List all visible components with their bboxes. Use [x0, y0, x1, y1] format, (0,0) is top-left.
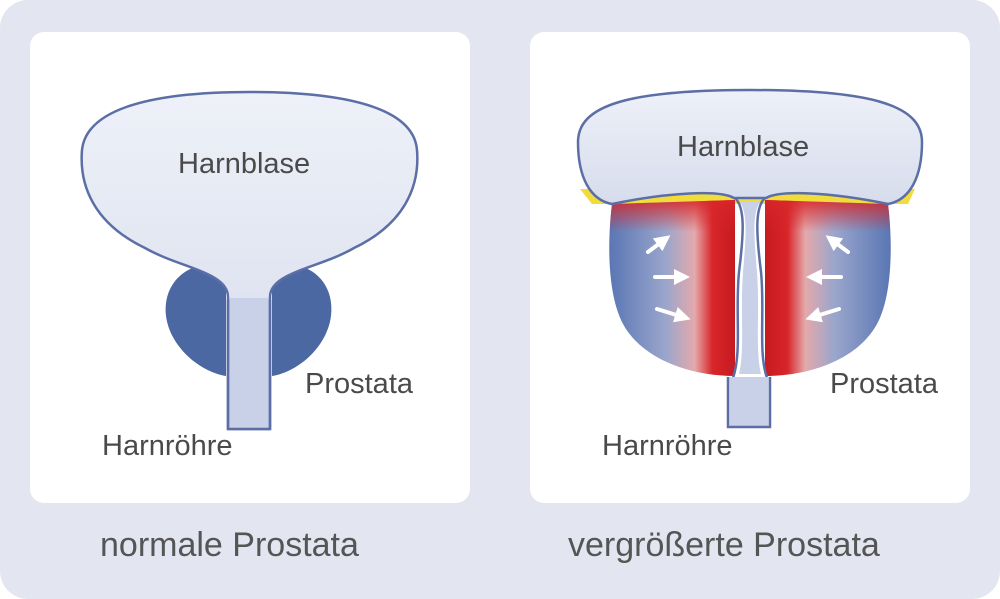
enlarged-prostate-panel: Harnblase Prostata Harnröhre — [530, 32, 970, 503]
pressure-arrow-icon — [655, 307, 691, 323]
prostate-label: Prostata — [305, 368, 413, 400]
urethra-label: Harnröhre — [102, 430, 233, 462]
urethra-label: Harnröhre — [602, 430, 733, 462]
pressure-arrow-icon — [646, 235, 671, 254]
normal-prostate-caption: normale Prostata — [100, 526, 359, 564]
urethra-compressed-right — [756, 197, 769, 379]
urethra-shape — [229, 298, 269, 428]
normal-prostate-illustration — [80, 90, 419, 431]
urethra-compressed-left — [731, 197, 744, 379]
pressure-arrow-icon — [805, 307, 841, 323]
bladder-shape — [80, 90, 419, 431]
bladder-label: Harnblase — [677, 131, 810, 163]
prostate-label: Prostata — [830, 368, 938, 400]
enlarged-prostate-caption: vergrößerte Prostata — [568, 526, 880, 564]
bladder-shape — [576, 88, 924, 206]
normal-prostate-panel: Harnblase Prostata Harnröhre — [30, 32, 470, 503]
prostate-right-lobe — [272, 264, 332, 376]
urethra-shape — [729, 377, 769, 427]
prostate-left-lobe — [165, 264, 226, 376]
bladder-label: Harnblase — [178, 148, 311, 180]
enlarged-prostate-illustration — [576, 88, 924, 429]
pressure-arrow-icon — [825, 235, 850, 254]
